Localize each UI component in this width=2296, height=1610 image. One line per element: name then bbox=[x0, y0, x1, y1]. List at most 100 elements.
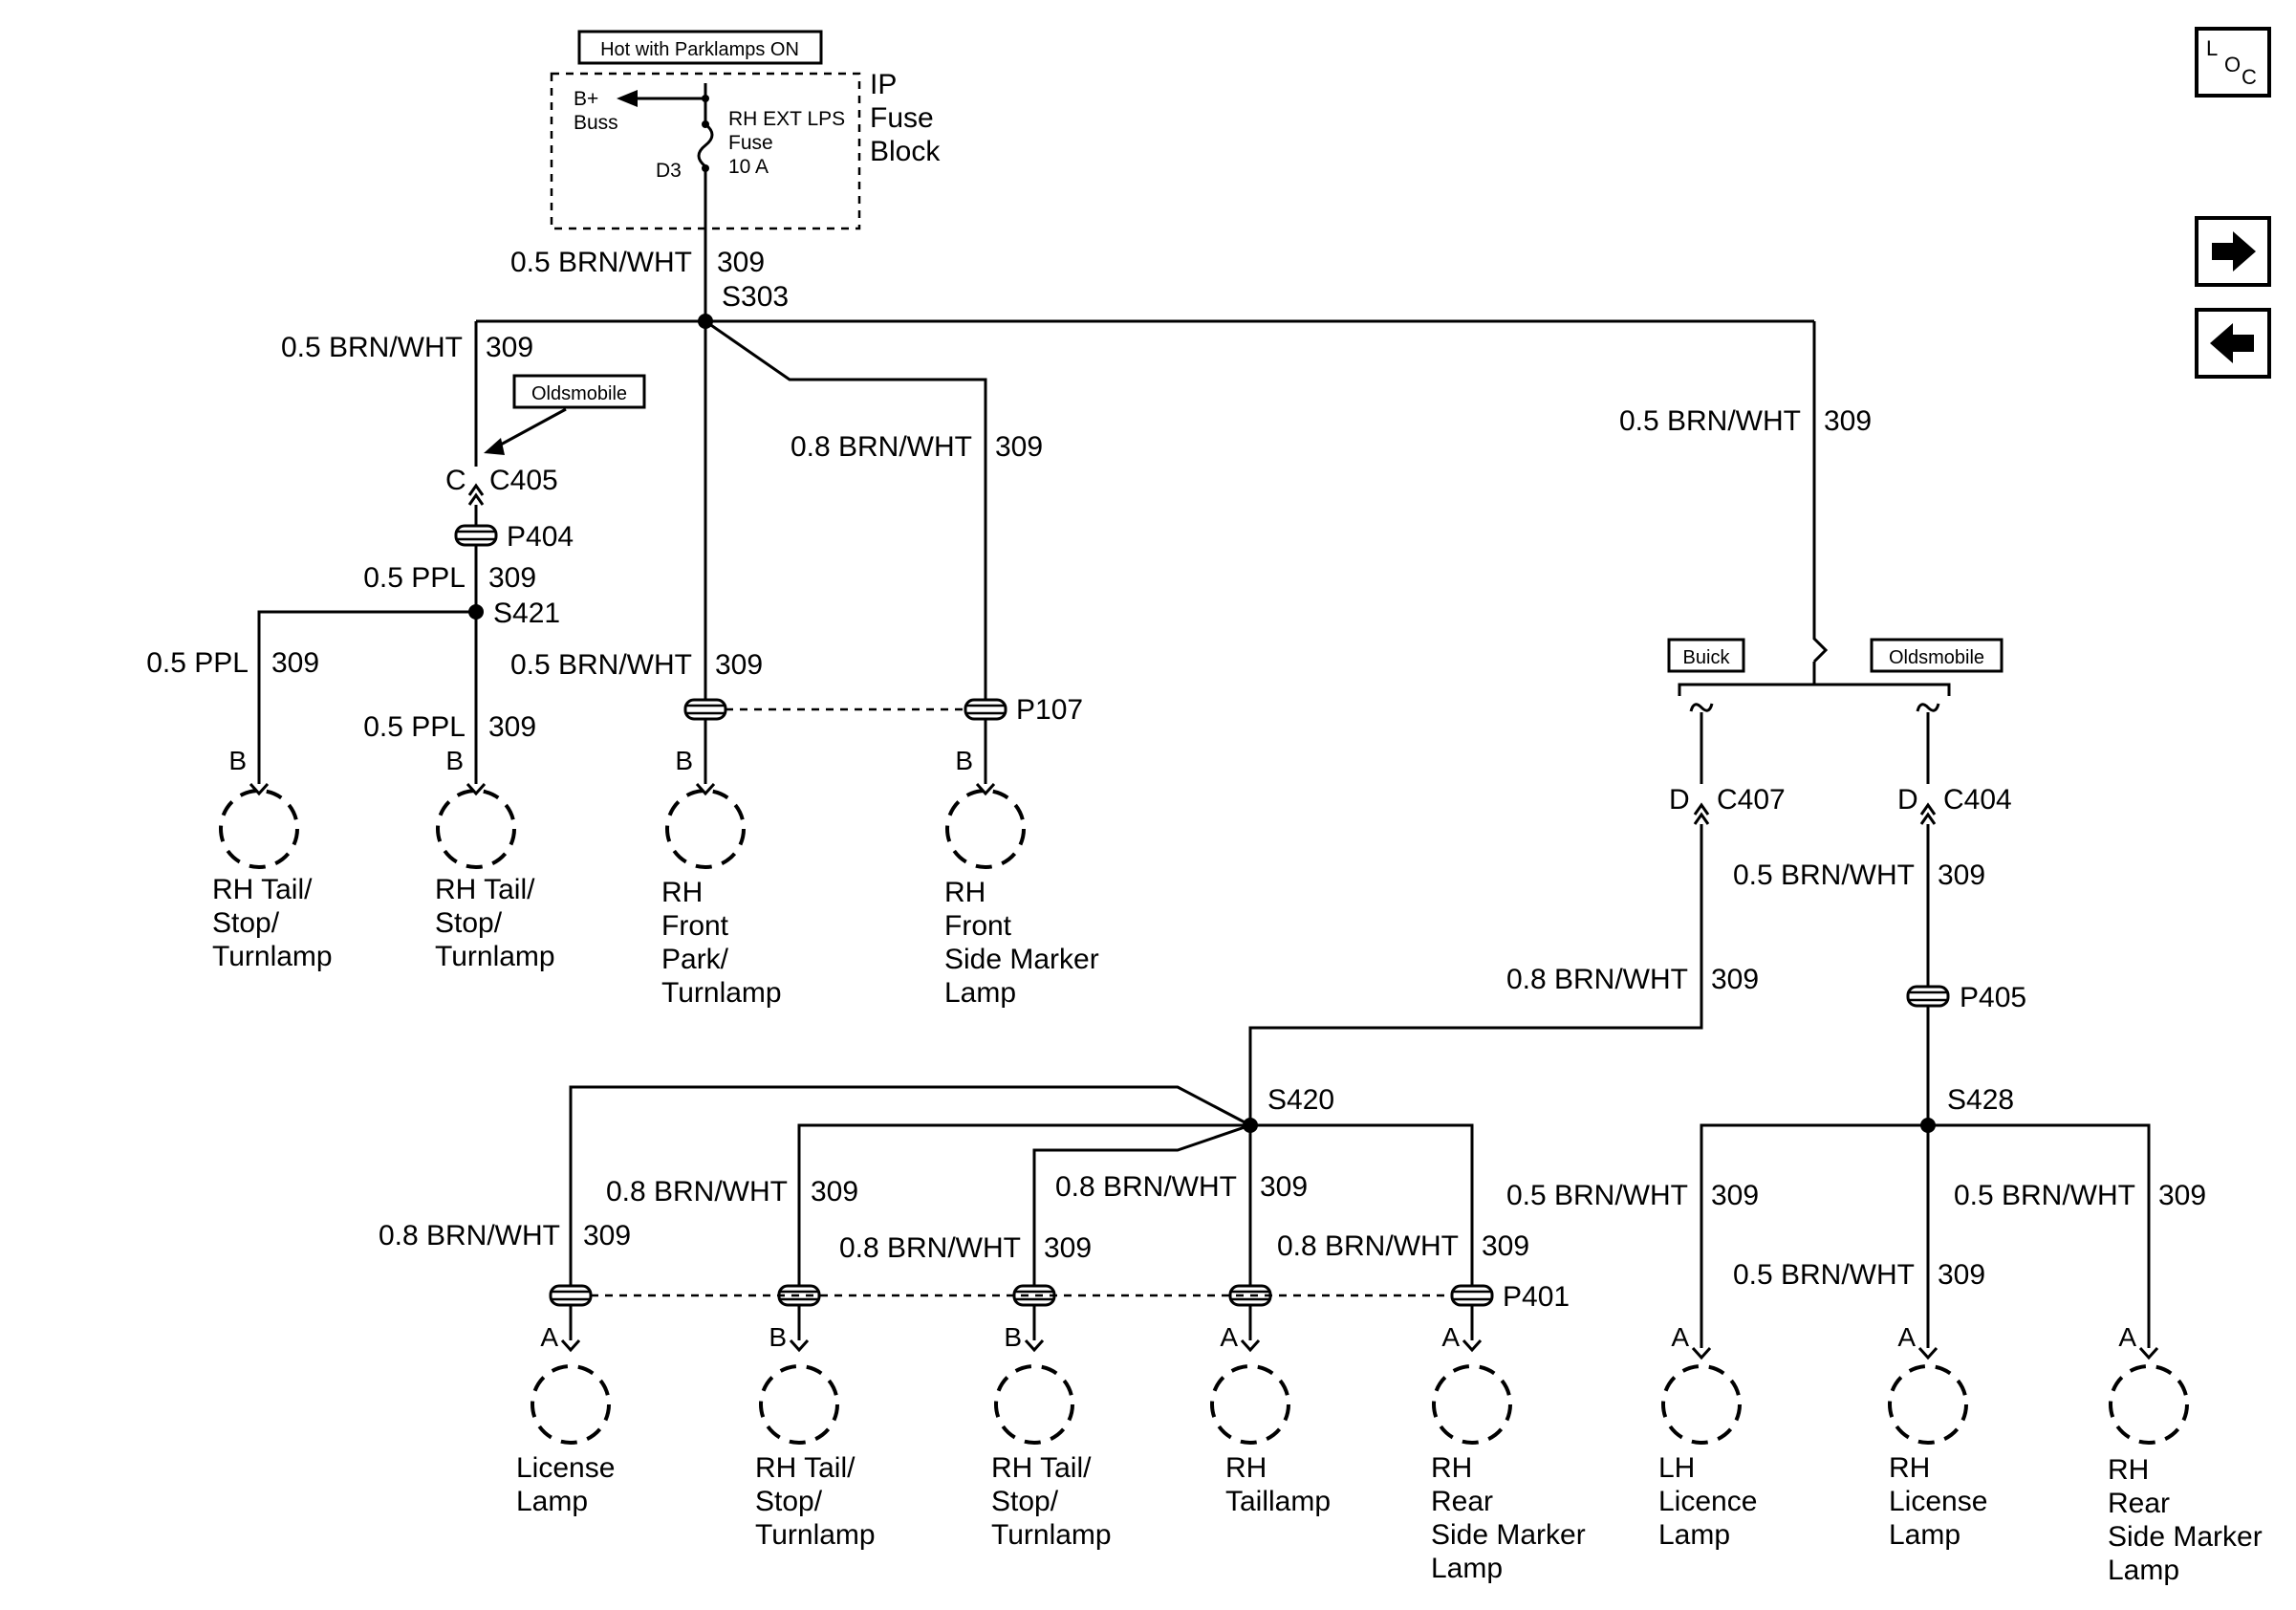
c405-pin: C bbox=[445, 465, 466, 496]
lamp-rh-front-side-marker: B RH Front Side Marker Lamp bbox=[944, 719, 1099, 1009]
buick-note: Buick bbox=[1683, 647, 1731, 668]
s428-b1-circuit: 309 bbox=[1711, 1180, 1759, 1211]
p401-connector-5 bbox=[1450, 1284, 1494, 1307]
lamp-12-line-2: Rear bbox=[2108, 1488, 2170, 1519]
lamp-rh-taillamp: A RH Taillamp bbox=[1210, 1305, 1331, 1517]
lamp-11-line-3: Lamp bbox=[1889, 1519, 1960, 1551]
front-marker-label: 0.8 BRN/WHT bbox=[791, 431, 972, 463]
lamp-5-line-1: License bbox=[516, 1452, 615, 1484]
lamp-12-line-4: Lamp bbox=[2108, 1555, 2179, 1586]
fuse-terminal: D3 bbox=[656, 160, 682, 182]
lamp-rh-license: A RH License Lamp bbox=[1888, 1322, 1987, 1551]
lamp-6-line-1: RH Tail/ bbox=[755, 1452, 856, 1484]
left-branch-circuit: 309 bbox=[486, 332, 533, 363]
fuse-label-3: 10 A bbox=[728, 156, 769, 178]
s420-b5-circuit: 309 bbox=[1482, 1230, 1529, 1262]
front-marker-wire bbox=[704, 319, 987, 774]
lamp-12-line-1: RH bbox=[2108, 1454, 2149, 1486]
s428-b2-circuit: 309 bbox=[1938, 1259, 1985, 1291]
fuse-header-box bbox=[577, 30, 823, 65]
c404-upper-terminal bbox=[1916, 702, 1940, 713]
s420-branch-1 bbox=[569, 1085, 1251, 1286]
lamp-5-pin: A bbox=[540, 1322, 558, 1352]
p401-connector-3 bbox=[1012, 1284, 1056, 1307]
option-split-wire bbox=[1678, 683, 1951, 696]
ppl-left-label: 0.5 PPL bbox=[146, 647, 249, 679]
p107-connector-a bbox=[683, 698, 727, 721]
s428-b1-label: 0.5 BRN/WHT bbox=[1506, 1180, 1688, 1211]
c407-label: C407 bbox=[1717, 784, 1786, 816]
lamp-rh-tail-stop-turn-2: B RH Tail/ Stop/ Turnlamp bbox=[435, 746, 555, 972]
spacer bbox=[1679, 685, 1701, 696]
oldsmobile-pointer-arrow-left bbox=[484, 438, 505, 455]
lamp-8-line-2: Taillamp bbox=[1225, 1486, 1331, 1517]
ppl-right-label: 0.5 PPL bbox=[363, 711, 466, 743]
left-branch-label: 0.5 BRN/WHT bbox=[281, 332, 463, 363]
splice-s420-label: S420 bbox=[1267, 1084, 1334, 1116]
ppl-left-wire bbox=[257, 610, 476, 774]
s428-b3-circuit: 309 bbox=[2158, 1180, 2206, 1211]
front-park-label: 0.5 BRN/WHT bbox=[510, 649, 692, 681]
lamp-11-pin: A bbox=[1897, 1322, 1916, 1352]
c405-label: C405 bbox=[489, 465, 558, 496]
main-wire-label: 0.5 BRN/WHT bbox=[510, 247, 692, 278]
lamp-8-line-1: RH bbox=[1225, 1452, 1267, 1484]
lamp-12-line-3: Side Marker bbox=[2108, 1521, 2263, 1553]
lamp-1-line-1: RH Tail/ bbox=[212, 874, 313, 905]
c404-out-circuit: 309 bbox=[1938, 859, 1985, 891]
fuse-header-text: Hot with Parklamps ON bbox=[600, 39, 799, 60]
fuse-element bbox=[697, 122, 714, 168]
s420-b1-label: 0.8 BRN/WHT bbox=[379, 1220, 560, 1251]
lamp-1-pin: B bbox=[228, 746, 247, 775]
lamp-3-line-4: Turnlamp bbox=[661, 977, 782, 1009]
p405-connector bbox=[1906, 985, 1950, 1008]
lamp-license: A License Lamp bbox=[516, 1305, 615, 1517]
s420-b3-label: 0.8 BRN/WHT bbox=[839, 1232, 1021, 1264]
lamp-1-line-3: Turnlamp bbox=[212, 941, 333, 972]
buss-label-1: B+ bbox=[574, 88, 598, 110]
lamp-2-line-1: RH Tail/ bbox=[435, 874, 535, 905]
arrow-right-icon bbox=[2212, 231, 2256, 272]
front-park-circuit: 309 bbox=[715, 649, 763, 681]
lamp-3-line-3: Park/ bbox=[661, 944, 729, 975]
loc-letter-c: C bbox=[2242, 65, 2257, 89]
lamp-6-line-2: Stop/ bbox=[755, 1486, 823, 1517]
lamp-10-line-3: Lamp bbox=[1658, 1519, 1730, 1551]
lamp-4-line-4: Lamp bbox=[944, 977, 1016, 1009]
lamp-4-line-1: RH bbox=[944, 877, 986, 908]
loc-letter-l: L bbox=[2206, 36, 2218, 60]
lamp-9-line-4: Lamp bbox=[1431, 1553, 1503, 1584]
s420-b4-circuit: 309 bbox=[1260, 1171, 1308, 1203]
p401-label: P401 bbox=[1503, 1281, 1570, 1313]
lamp-rh-tail-stop-turn-4: B RH Tail/ Stop/ Turnlamp bbox=[991, 1305, 1112, 1551]
lamp-7-line-2: Stop/ bbox=[991, 1486, 1059, 1517]
loc-button[interactable]: L O C bbox=[2195, 27, 2271, 98]
lamp-4-line-2: Front bbox=[944, 910, 1012, 942]
s420-branch-3 bbox=[1032, 1123, 1251, 1286]
right-branch-wire bbox=[1812, 321, 1829, 664]
lamp-3-line-2: Front bbox=[661, 910, 729, 942]
lamp-7-line-3: Turnlamp bbox=[991, 1519, 1112, 1551]
lamp-8-pin: A bbox=[1220, 1322, 1238, 1352]
next-page-button[interactable] bbox=[2195, 216, 2271, 287]
lamp-7-pin: B bbox=[1004, 1322, 1022, 1352]
oldsmobile-note-box-left bbox=[512, 374, 646, 409]
lamp-9-line-3: Side Marker bbox=[1431, 1519, 1586, 1551]
lamp-rh-rear-side-marker-1: A RH Rear Side Marker Lamp bbox=[1431, 1305, 1586, 1584]
s420-b2-label: 0.8 BRN/WHT bbox=[606, 1176, 788, 1208]
lamp-5-line-2: Lamp bbox=[516, 1486, 588, 1517]
oldsmobile-note-left: Oldsmobile bbox=[531, 383, 627, 404]
p404-label: P404 bbox=[507, 521, 574, 553]
lamp-lh-licence: A LH Licence Lamp bbox=[1658, 1322, 1757, 1551]
lamp-7-line-1: RH Tail/ bbox=[991, 1452, 1092, 1484]
lamp-3-pin: B bbox=[675, 746, 693, 775]
oldsmobile-note-box-right bbox=[1870, 638, 2004, 673]
c404-label: C404 bbox=[1943, 784, 2012, 816]
lamp-9-pin: A bbox=[1441, 1322, 1460, 1352]
c407-out-wire bbox=[1248, 824, 1703, 1125]
right-branch-circuit: 309 bbox=[1824, 405, 1872, 437]
s428-b3-label: 0.5 BRN/WHT bbox=[1954, 1180, 2135, 1211]
lamp-4-line-3: Side Marker bbox=[944, 944, 1099, 975]
prev-page-button[interactable] bbox=[2195, 308, 2271, 379]
loc-letter-o: O bbox=[2224, 53, 2241, 76]
